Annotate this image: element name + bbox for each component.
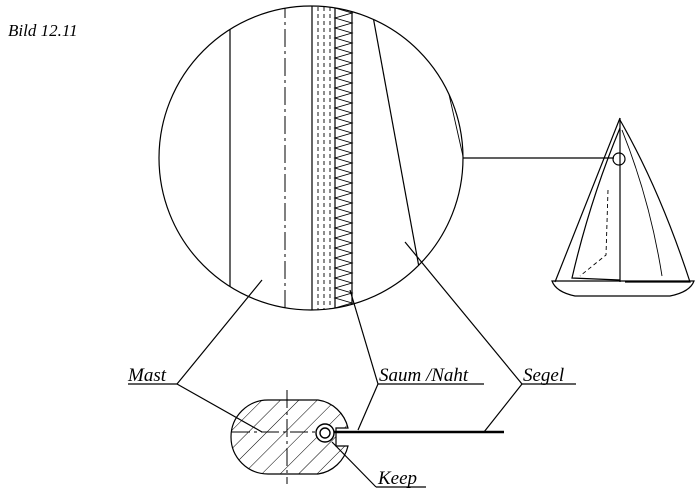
figure-label: Bild 12.11 bbox=[8, 21, 78, 40]
sail-diagonal-line bbox=[369, 6, 426, 301]
segel-leader-to-detail bbox=[404, 241, 523, 385]
bolt-rope-inner bbox=[319, 427, 331, 439]
mainsail-leech bbox=[621, 129, 663, 277]
detail-marker-circle bbox=[612, 152, 626, 166]
segel-leader-to-section bbox=[483, 383, 523, 433]
saum-leader-to-section bbox=[357, 383, 379, 431]
mast-outline bbox=[230, 399, 349, 475]
label-mast: Mast bbox=[127, 365, 167, 386]
mast-cross-section bbox=[230, 390, 504, 484]
label-segel: Segel bbox=[523, 365, 564, 386]
saum-leader-to-detail bbox=[349, 289, 379, 385]
detail-circle bbox=[158, 5, 464, 311]
sailboat-sketch bbox=[551, 117, 695, 297]
label-keep: Keep bbox=[377, 468, 417, 489]
label-saum-naht: Saum /Naht bbox=[379, 365, 469, 386]
leader-lines bbox=[128, 241, 576, 488]
jib-luff bbox=[554, 117, 621, 283]
mainsail bbox=[619, 119, 691, 283]
detail-magnification bbox=[158, 5, 464, 311]
jib-sail bbox=[571, 127, 621, 281]
mast-leader-to-detail bbox=[176, 279, 263, 385]
mast-hatching bbox=[231, 400, 348, 474]
sailboat-hull bbox=[551, 280, 695, 297]
jib-dashed-outline bbox=[579, 189, 609, 277]
zigzag-stitch bbox=[333, 7, 354, 310]
sail-curve-line bbox=[447, 89, 463, 166]
